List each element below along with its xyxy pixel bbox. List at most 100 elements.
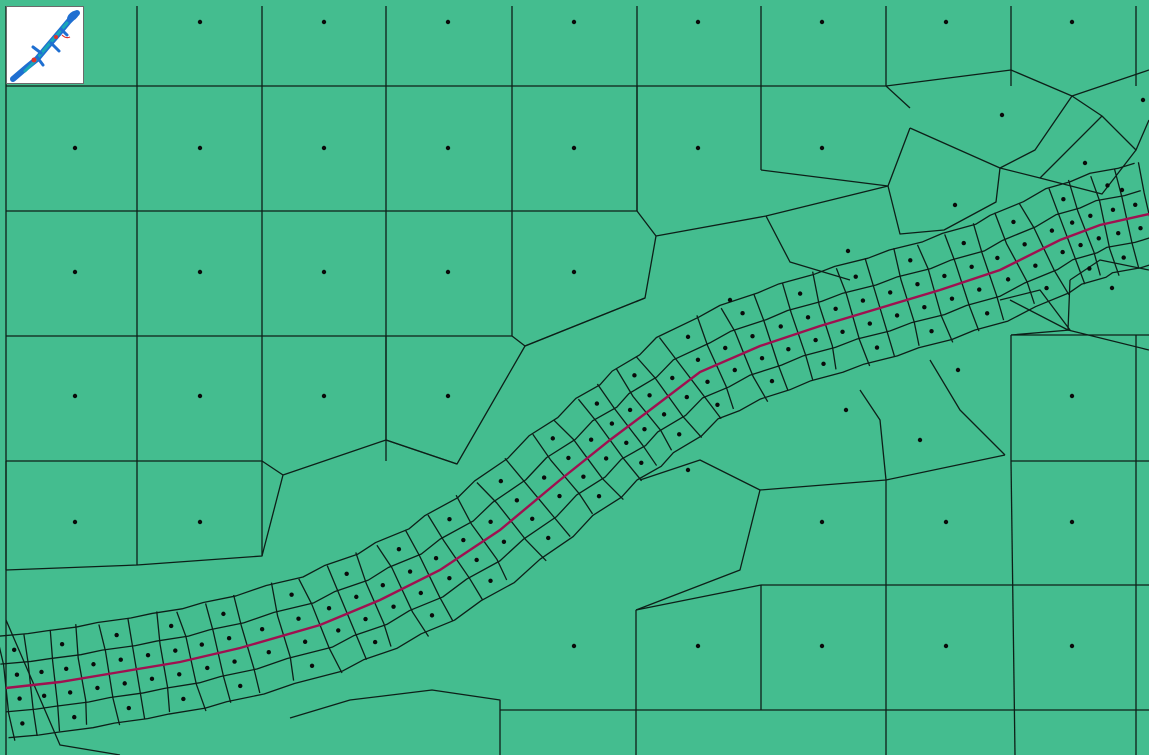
grid-edge-v-1011-low: [1010, 460, 1016, 755]
seed-r0-4: [695, 19, 701, 25]
seed-band-b-31: [840, 329, 845, 334]
seed-band-b-36: [977, 287, 982, 292]
seed-band-a-30: [805, 315, 811, 320]
seed-band-c-18: [498, 478, 504, 484]
seed-r3-3: [445, 393, 451, 399]
edge-ur-8: [887, 167, 1001, 235]
seed-band-a-11: [326, 606, 332, 611]
band-outer-r1: [639, 459, 761, 491]
seed-band-b-8: [232, 659, 237, 664]
edge-ur-4: [1071, 95, 1149, 151]
seed-ur-i: [955, 367, 961, 373]
seed-band-d-12: [372, 639, 378, 645]
seed-band-c-10: [289, 592, 294, 597]
app-logo[interactable]: [6, 6, 84, 84]
seed-band-a-34: [915, 282, 920, 287]
seed-band-a-17: [488, 519, 493, 525]
seed-band-a-23: [627, 407, 633, 413]
seed-r2-0: [72, 269, 78, 275]
seed-band-c-12: [344, 571, 349, 577]
seed-band-c-0: [11, 647, 17, 653]
seed-r1-0: [72, 145, 78, 151]
seed-band-d-24: [677, 432, 682, 437]
seed-band-b-41: [1096, 236, 1101, 241]
seed-band-b-10: [302, 639, 308, 644]
band-outer-top: [5, 297, 646, 571]
seed-band-a-36: [969, 264, 974, 269]
seed-band-a-7: [199, 642, 205, 647]
gecko-logo-icon: [10, 10, 80, 82]
seed-band-b-9: [266, 650, 271, 655]
edge-ur-1: [655, 127, 911, 237]
seed-points: [11, 19, 1146, 726]
seed-band-a-41: [1088, 213, 1093, 219]
edge-r-mid-7: [999, 289, 1071, 336]
seed-band-b-11: [336, 628, 341, 633]
seed-band-a-37: [995, 255, 1000, 261]
seed-band-b-43: [1138, 226, 1143, 231]
seed-band-c-14: [396, 546, 402, 552]
seed-band-b-27: [732, 367, 737, 373]
seed-band-b-13: [391, 604, 396, 609]
seed-band-c-24: [632, 373, 637, 378]
seed-band-c-40: [1061, 197, 1066, 202]
seed-band-a-16: [461, 537, 466, 543]
feature-curve-group: [5, 212, 1149, 690]
seed-band-a-42: [1110, 207, 1116, 212]
seed-band-c-2: [59, 641, 65, 647]
seed-band-d-40: [1087, 266, 1092, 271]
seed-band-a-10: [296, 616, 301, 621]
seed-r0-6: [943, 19, 949, 25]
seed-r0-2: [445, 19, 451, 25]
band-outer-bl: [5, 619, 121, 755]
seed-band-d-2: [72, 714, 77, 720]
seed-r1-4: [571, 145, 577, 151]
seed-band-d-18: [546, 535, 551, 541]
seed-band-b-26: [705, 379, 710, 385]
seed-band-a-26: [695, 357, 701, 363]
seed-band-a-4: [118, 657, 123, 662]
seed-r3-1: [197, 393, 203, 399]
seed-band-b-1: [41, 693, 47, 699]
seed-band-d-0: [20, 721, 25, 726]
seed-r5-0: [571, 643, 577, 649]
seed-band-b-21: [603, 456, 609, 461]
seed-band-b-7: [205, 665, 210, 671]
seed-r2-1: [197, 269, 203, 275]
seed-r2-3: [445, 269, 451, 275]
seed-r3r-0: [1069, 393, 1075, 399]
seed-ur-d: [1119, 187, 1125, 193]
seed-band-d-6: [181, 696, 186, 702]
seed-r1-5: [695, 145, 701, 151]
seed-band-b-3: [95, 685, 100, 691]
seed-band-c-36: [961, 240, 966, 246]
seed-r5-4: [1069, 643, 1075, 649]
seed-band-d-32: [874, 345, 880, 350]
seed-band-a-40: [1069, 220, 1075, 225]
seed-band-b-22: [624, 440, 629, 445]
edge-r-mid-5: [1069, 259, 1149, 281]
seed-band-b-33: [894, 313, 900, 318]
seed-band-b-0: [17, 696, 22, 701]
seed-band-a-24: [647, 393, 652, 398]
seed-band-b-6: [177, 672, 182, 677]
seed-r0-5: [819, 19, 825, 25]
seed-r5-1: [695, 643, 701, 649]
seed-band-b-32: [867, 321, 873, 326]
band-long-0: [0, 162, 1135, 637]
seed-r1-2: [321, 145, 327, 151]
seed-band-a-25: [670, 375, 675, 381]
seed-r4-1: [197, 519, 203, 525]
seed-ur-h: [917, 437, 923, 443]
seed-r2-2: [321, 269, 327, 275]
seed-band-c-20: [550, 436, 555, 441]
seed-band-d-38: [1044, 285, 1049, 291]
seed-band-a-1: [39, 669, 44, 675]
seed-band-c-26: [685, 334, 691, 340]
seed-band-d-22: [639, 460, 644, 465]
seed-band-b-19: [557, 493, 562, 499]
band-outer-r4: [1009, 299, 1069, 331]
edge-r-mid-4: [635, 489, 761, 611]
